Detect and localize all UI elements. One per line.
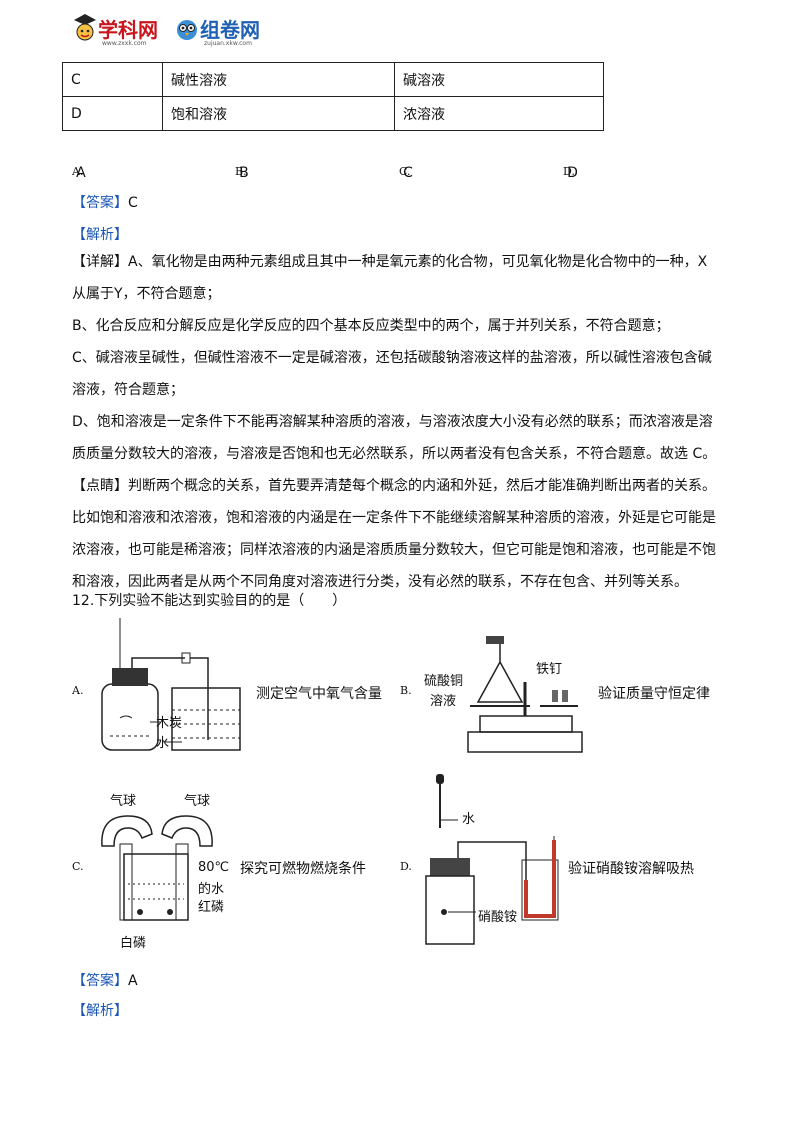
figure-c-label-temp: 80℃ [198, 860, 230, 875]
analysis-1: 【解析】 [72, 227, 128, 243]
figure-c-letter: C. [72, 860, 84, 873]
figure-c-label-water: 的水 [198, 882, 225, 897]
answer-1: 【答案】C [72, 195, 138, 211]
figure-b-label-solution: 溶液 [430, 694, 457, 709]
logo2-sub: zujuan.xkw.com [204, 40, 252, 47]
analysis-2: 【解析】 [72, 1003, 128, 1019]
figure-d-label-nh4no3: 硝酸铵 [478, 910, 518, 925]
choice-d[interactable]: D. D [563, 165, 578, 181]
answer-2: 【答案】A [72, 973, 138, 989]
logo1-text: 学科网 [98, 18, 158, 42]
figure-a-label-water: 水 [156, 736, 170, 751]
comment-line: 和溶液，因此两者是从两个不同角度对溶液进行分类，没有必然的联系，不存在包含、并列… [72, 574, 688, 590]
owl-icon [177, 20, 197, 40]
figure-b-caption: 验证质量守恒定律 [598, 686, 710, 702]
detail-line: C、碱溶液呈碱性，但碱性溶液不一定是碱溶液，还包括碳酸钠溶液这样的盐溶液，所以碱… [72, 350, 712, 366]
detail-line: 质质量分数较大的溶液，与溶液是否饱和也无必然联系，所以两者没有包含关系，不符合题… [72, 446, 717, 462]
figure-b-label-nail: 铁钉 [536, 662, 563, 677]
figure-b-balance [467, 636, 583, 753]
table-row: C 碱性溶液 碱溶液 [62, 62, 604, 97]
mascot-icon [74, 14, 96, 41]
figure-a-label-charcoal: 木炭 [156, 716, 183, 731]
logo2-text: 组卷网 [200, 18, 260, 42]
figure-d-caption: 验证硝酸铵溶解吸热 [568, 861, 694, 877]
row-label: C [62, 62, 163, 97]
figure-d-letter: D. [400, 860, 412, 873]
row-col2: 碱溶液 [394, 62, 604, 97]
detail-line: D、饱和溶液是一定条件下不能再溶解某种溶质的溶液，与溶液浓度大小没有必然的联系；… [72, 414, 713, 430]
figure-d-apparatus [425, 774, 559, 945]
comment-line: 比如饱和溶液和浓溶液，饱和溶液的内涵是在一定条件下不能继续溶解某种溶质的溶液，外… [72, 510, 716, 526]
row-col2: 浓溶液 [394, 96, 604, 131]
figure-a-caption: 测定空气中氧气含量 [256, 686, 382, 702]
logo1-sub: www.zxxk.com [102, 40, 147, 47]
figure-a-letter: A. [72, 684, 84, 697]
figure-c-label-balloon-left: 气球 [110, 794, 137, 809]
figure-c-label-balloon-right: 气球 [184, 794, 211, 809]
logo-xuekewang: 学科网 www.zxxk.com [72, 10, 162, 48]
row-col1: 饱和溶液 [162, 96, 395, 131]
options-table: C 碱性溶液 碱溶液 D 饱和溶液 浓溶液 [62, 62, 604, 131]
figure-b-letter: B. [400, 684, 412, 697]
detail-line: B、化合反应和分解反应是化学反应的四个基本反应类型中的两个，属于并列关系，不符合… [72, 318, 670, 334]
figure-b-label-cuso4: 硫酸铜 [424, 674, 464, 689]
row-col1: 碱性溶液 [162, 62, 395, 97]
detail-line: 【详解】A、氧化物是由两种元素组成且其中一种是氧元素的化合物，可见氧化物是化合物… [72, 254, 708, 270]
figure-c-label-white-phosphorus: 白磷 [120, 936, 147, 951]
detail-block: 【详解】A、氧化物是由两种元素组成且其中一种是氧元素的化合物，可见氧化物是化合物… [72, 246, 732, 598]
detail-line: 从属于Y，不符合题意； [72, 286, 221, 302]
comment-line: 浓溶液，也可能是稀溶液；同样浓溶液的内涵是溶质质量分数较大，但它可能是饱和溶液，… [72, 542, 716, 558]
table-row: D 饱和溶液 浓溶液 [62, 96, 604, 131]
figure-c-label-red-phosphorus: 红磷 [198, 900, 225, 915]
logo-zujuanwang: 组卷网 zujuan.xkw.com [174, 10, 274, 48]
detail-line: 溶液，符合题意； [72, 382, 184, 398]
row-label: D [62, 96, 163, 131]
figure-c-apparatus [101, 815, 213, 921]
choice-b[interactable]: B. B [235, 165, 249, 181]
question-12: 12.下列实验不能达到实验目的的是（ ） [72, 593, 347, 609]
figure-c-caption: 探究可燃物燃烧条件 [240, 861, 366, 877]
figure-a-apparatus [101, 618, 241, 751]
choice-c[interactable]: C. C [399, 165, 413, 181]
figure-d-label-water: 水 [462, 812, 476, 827]
comment-line: 【点睛】判断两个概念的关系，首先要弄清楚每个概念的内涵和外延，然后才能准确判断出… [72, 478, 716, 494]
choice-a[interactable]: A. A [72, 165, 86, 181]
